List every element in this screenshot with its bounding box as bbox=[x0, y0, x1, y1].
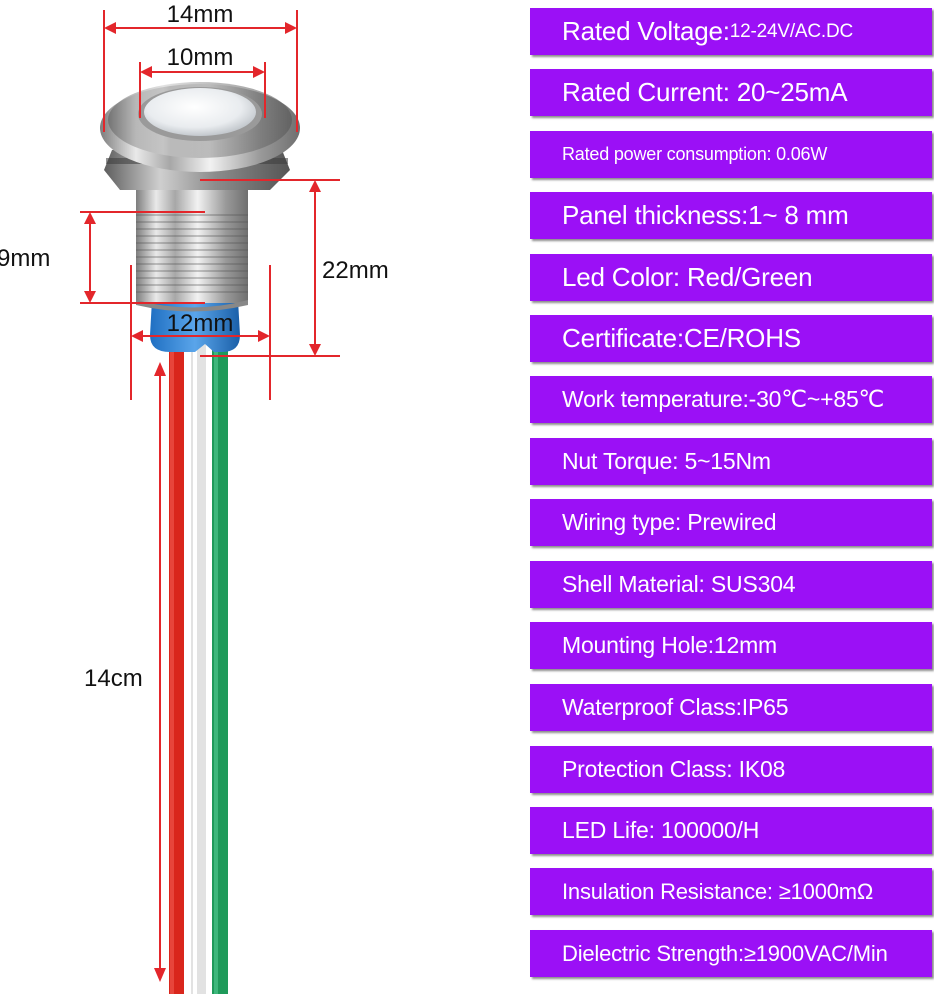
spec-label: Shell Material: SUS304 bbox=[562, 571, 796, 597]
threaded-body bbox=[136, 185, 248, 312]
spec-dielectric-strength: Dielectric Strength:≥1900VAC/Min bbox=[530, 930, 932, 977]
spec-rated-current: Rated Current: 20~25mA bbox=[530, 69, 932, 116]
spec-certificate: Certificate:CE/ROHS bbox=[530, 315, 932, 362]
spec-label: Mounting Hole:12mm bbox=[562, 632, 778, 658]
dim-top-width: 14mm bbox=[167, 1, 234, 28]
spec-label: Dielectric Strength:≥1900VAC/Min bbox=[562, 940, 888, 966]
spec-label: Rated Current: 20~25mA bbox=[562, 77, 848, 107]
spec-label: Rated power consumption: 0.06W bbox=[562, 144, 828, 164]
spec-mounting-hole: Mounting Hole:12mm bbox=[530, 622, 932, 669]
spec-label: Work temperature:-30℃~+85℃ bbox=[562, 386, 885, 412]
spec-label: Certificate:CE/ROHS bbox=[562, 323, 801, 353]
dim-lens-width: 10mm bbox=[167, 44, 234, 71]
wires bbox=[169, 330, 228, 994]
spec-rated-voltage: Rated Voltage:12-24V/AC.DC bbox=[530, 8, 932, 55]
dim-wire-length: 14cm bbox=[84, 665, 143, 692]
spec-shell-material: Shell Material: SUS304 bbox=[530, 561, 932, 608]
spec-work-temperature: Work temperature:-30℃~+85℃ bbox=[530, 376, 932, 423]
spec-label: Nut Torque: 5~15Nm bbox=[562, 448, 771, 474]
spec-label: Insulation Resistance: ≥1000mΩ bbox=[562, 878, 874, 904]
dimension-lines bbox=[80, 10, 340, 982]
spec-value: 12-24V/AC.DC bbox=[729, 20, 854, 42]
indicator-light-diagram: 14mm 10mm 9mm 22mm 12mm 14cm bbox=[0, 1, 389, 994]
blue-base bbox=[150, 300, 240, 352]
spec-led-life: LED Life: 100000/H bbox=[530, 807, 932, 854]
spec-label: Wiring type: Prewired bbox=[562, 509, 777, 535]
spec-nut-torque: Nut Torque: 5~15Nm bbox=[530, 438, 932, 485]
spec-power-consumption: Rated power consumption: 0.06W bbox=[530, 131, 932, 178]
spec-led-color: Led Color: Red/Green bbox=[530, 254, 932, 301]
dim-body-height: 22mm bbox=[322, 257, 389, 284]
spec-label: LED Life: 100000/H bbox=[562, 817, 760, 843]
led-lens bbox=[144, 88, 256, 136]
dim-thread-length: 9mm bbox=[0, 245, 50, 272]
spec-label: Waterproof Class:IP65 bbox=[562, 694, 789, 720]
spec-panel-thickness: Panel thickness:1~ 8 mm bbox=[530, 192, 932, 239]
spec-wiring-type: Wiring type: Prewired bbox=[530, 499, 932, 546]
spec-label: Protection Class: IK08 bbox=[562, 756, 786, 782]
dim-hole-diameter: 12mm bbox=[167, 310, 234, 337]
spec-label: Panel thickness:1~ 8 mm bbox=[562, 200, 849, 230]
spec-label: Led Color: Red/Green bbox=[562, 262, 813, 292]
spec-waterproof-class: Waterproof Class:IP65 bbox=[530, 684, 932, 731]
spec-protection-class: Protection Class: IK08 bbox=[530, 746, 932, 793]
spec-label: Rated Voltage: bbox=[562, 16, 730, 46]
spec-insulation-resistance: Insulation Resistance: ≥1000mΩ bbox=[530, 868, 932, 915]
